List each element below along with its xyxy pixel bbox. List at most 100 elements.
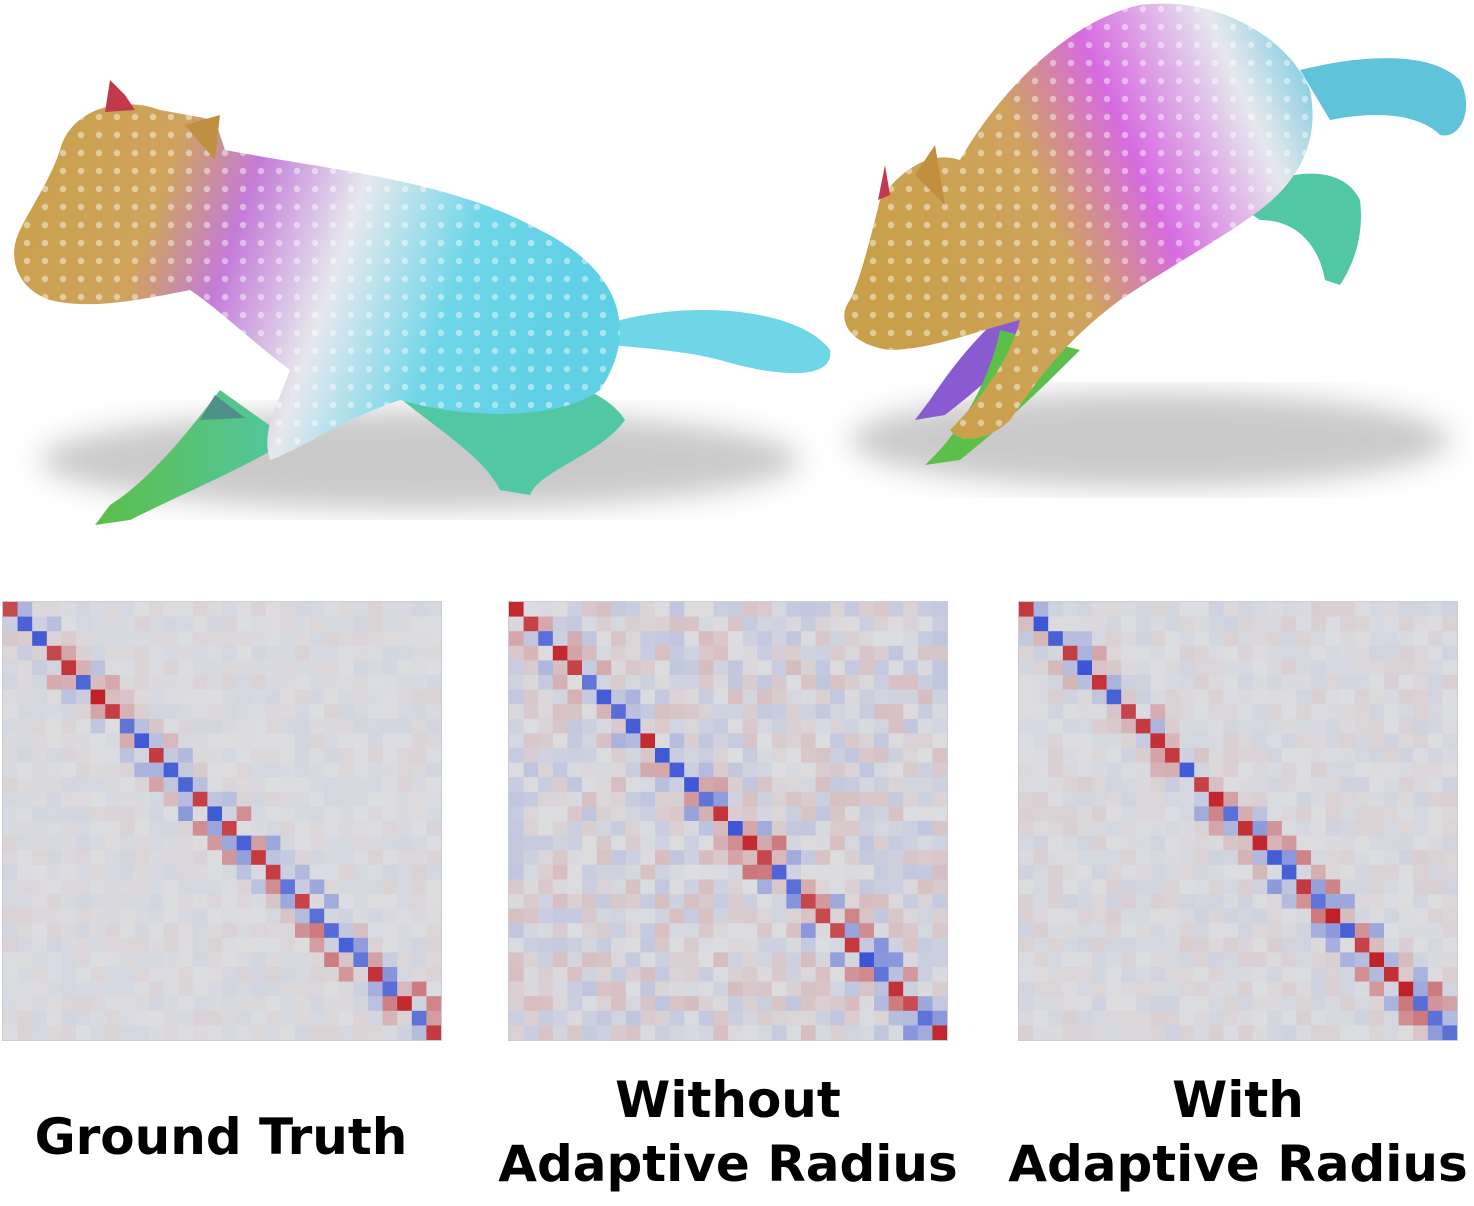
matrix-cell — [917, 967, 933, 982]
matrix-cell — [192, 923, 208, 939]
matrix-cell — [1267, 1010, 1283, 1026]
caption-line: Ground Truth — [34, 1108, 408, 1166]
matrix-cell — [1033, 835, 1049, 851]
matrix-cell — [888, 762, 904, 778]
matrix-cell — [324, 704, 340, 720]
matrix-cell — [1238, 864, 1253, 880]
matrix-cell — [888, 631, 904, 647]
matrix-cell — [888, 850, 904, 866]
matrix-cell — [1354, 806, 1370, 822]
matrix-cell — [684, 1010, 700, 1026]
matrix-cell — [1252, 602, 1268, 617]
matrix-cell — [1165, 733, 1180, 749]
matrix-cell — [368, 602, 383, 617]
matrix-cell — [411, 967, 427, 982]
matrix-cell — [728, 733, 743, 749]
matrix-cell — [1223, 777, 1239, 793]
matrix-cell — [859, 821, 875, 836]
matrix-cell — [859, 602, 875, 617]
matrix-cell — [353, 835, 369, 851]
matrix-cell — [582, 704, 597, 720]
matrix-cell — [1311, 952, 1326, 968]
matrix-cell — [105, 996, 121, 1012]
matrix-cell — [509, 981, 524, 997]
matrix-cell — [669, 1025, 685, 1040]
matrix-cell — [844, 806, 860, 822]
matrix-cell — [611, 923, 627, 939]
matrix-cell — [163, 864, 179, 880]
matrix-cell — [163, 660, 179, 676]
matrix-cell — [1354, 894, 1370, 909]
matrix-cell — [426, 879, 441, 895]
matrix-cell — [1325, 850, 1341, 866]
matrix-cell — [1150, 806, 1166, 822]
matrix-cell — [119, 908, 135, 924]
matrix-cell — [149, 864, 164, 880]
matrix-cell — [134, 806, 150, 822]
matrix-cell — [338, 850, 354, 866]
matrix-cell — [1092, 821, 1107, 836]
matrix-cell — [684, 1025, 700, 1040]
matrix-cell — [1340, 806, 1356, 822]
matrix-cell — [655, 791, 670, 807]
matrix-cell — [397, 616, 413, 632]
matrix-cell — [324, 908, 340, 924]
matrix-cell — [655, 806, 670, 822]
matrix-cell — [149, 718, 164, 734]
matrix-cell — [178, 864, 194, 880]
matrix-cell — [538, 704, 554, 720]
matrix-cell — [236, 1010, 252, 1026]
matrix-cell — [1413, 937, 1429, 953]
matrix-cell — [698, 952, 714, 968]
matrix-cell — [338, 952, 354, 968]
matrix-cell — [32, 894, 48, 909]
matrix-cell — [582, 762, 597, 778]
matrix-cell — [119, 616, 135, 632]
matrix-cell — [713, 879, 729, 895]
matrix-cell — [874, 704, 889, 720]
matrix-cell — [801, 908, 816, 924]
matrix-cell — [134, 675, 150, 690]
matrix-cell — [1384, 937, 1399, 953]
matrix-cell — [32, 689, 48, 705]
matrix-cell — [1340, 1010, 1356, 1026]
matrix-cell — [509, 1025, 524, 1040]
matrix-cell — [134, 689, 150, 705]
matrix-cell — [324, 981, 340, 997]
matrix-cell — [567, 689, 583, 705]
matrix-cell — [17, 908, 33, 924]
matrix-cell — [1238, 835, 1253, 851]
matrix-cell — [903, 821, 919, 836]
matrix-cell — [61, 733, 77, 749]
matrix-cell — [426, 850, 441, 866]
matrix-cell — [932, 645, 947, 661]
matrix-cell — [1135, 894, 1151, 909]
matrix-cell — [932, 894, 947, 909]
matrix-cell — [1048, 850, 1064, 866]
matrix-cell — [1135, 777, 1151, 793]
matrix-cell — [426, 1010, 441, 1026]
matrix-cell — [757, 937, 773, 953]
matrix-cell — [1077, 864, 1093, 880]
matrix-cell — [32, 908, 48, 924]
matrix-cell — [1135, 879, 1151, 895]
matrix-cell — [207, 967, 223, 982]
matrix-cell — [353, 908, 369, 924]
matrix-cell — [830, 894, 846, 909]
matrix-cell — [903, 791, 919, 807]
matrix-cell — [1048, 952, 1064, 968]
matrix-cell — [1048, 937, 1064, 953]
matrix-cell — [1150, 791, 1166, 807]
matrix-cell — [411, 1010, 427, 1026]
matrix-cell — [1208, 996, 1224, 1012]
matrix-cell — [801, 1025, 816, 1040]
matrix-cell — [1165, 675, 1180, 690]
matrix-cell — [1296, 748, 1312, 763]
matrix-cell — [1135, 675, 1151, 690]
matrix-cell — [353, 879, 369, 895]
matrix-cell — [611, 616, 627, 632]
matrix-cell — [742, 952, 758, 968]
matrix-cell — [888, 791, 904, 807]
matrix-cell — [1208, 718, 1224, 734]
matrix-cell — [397, 806, 413, 822]
